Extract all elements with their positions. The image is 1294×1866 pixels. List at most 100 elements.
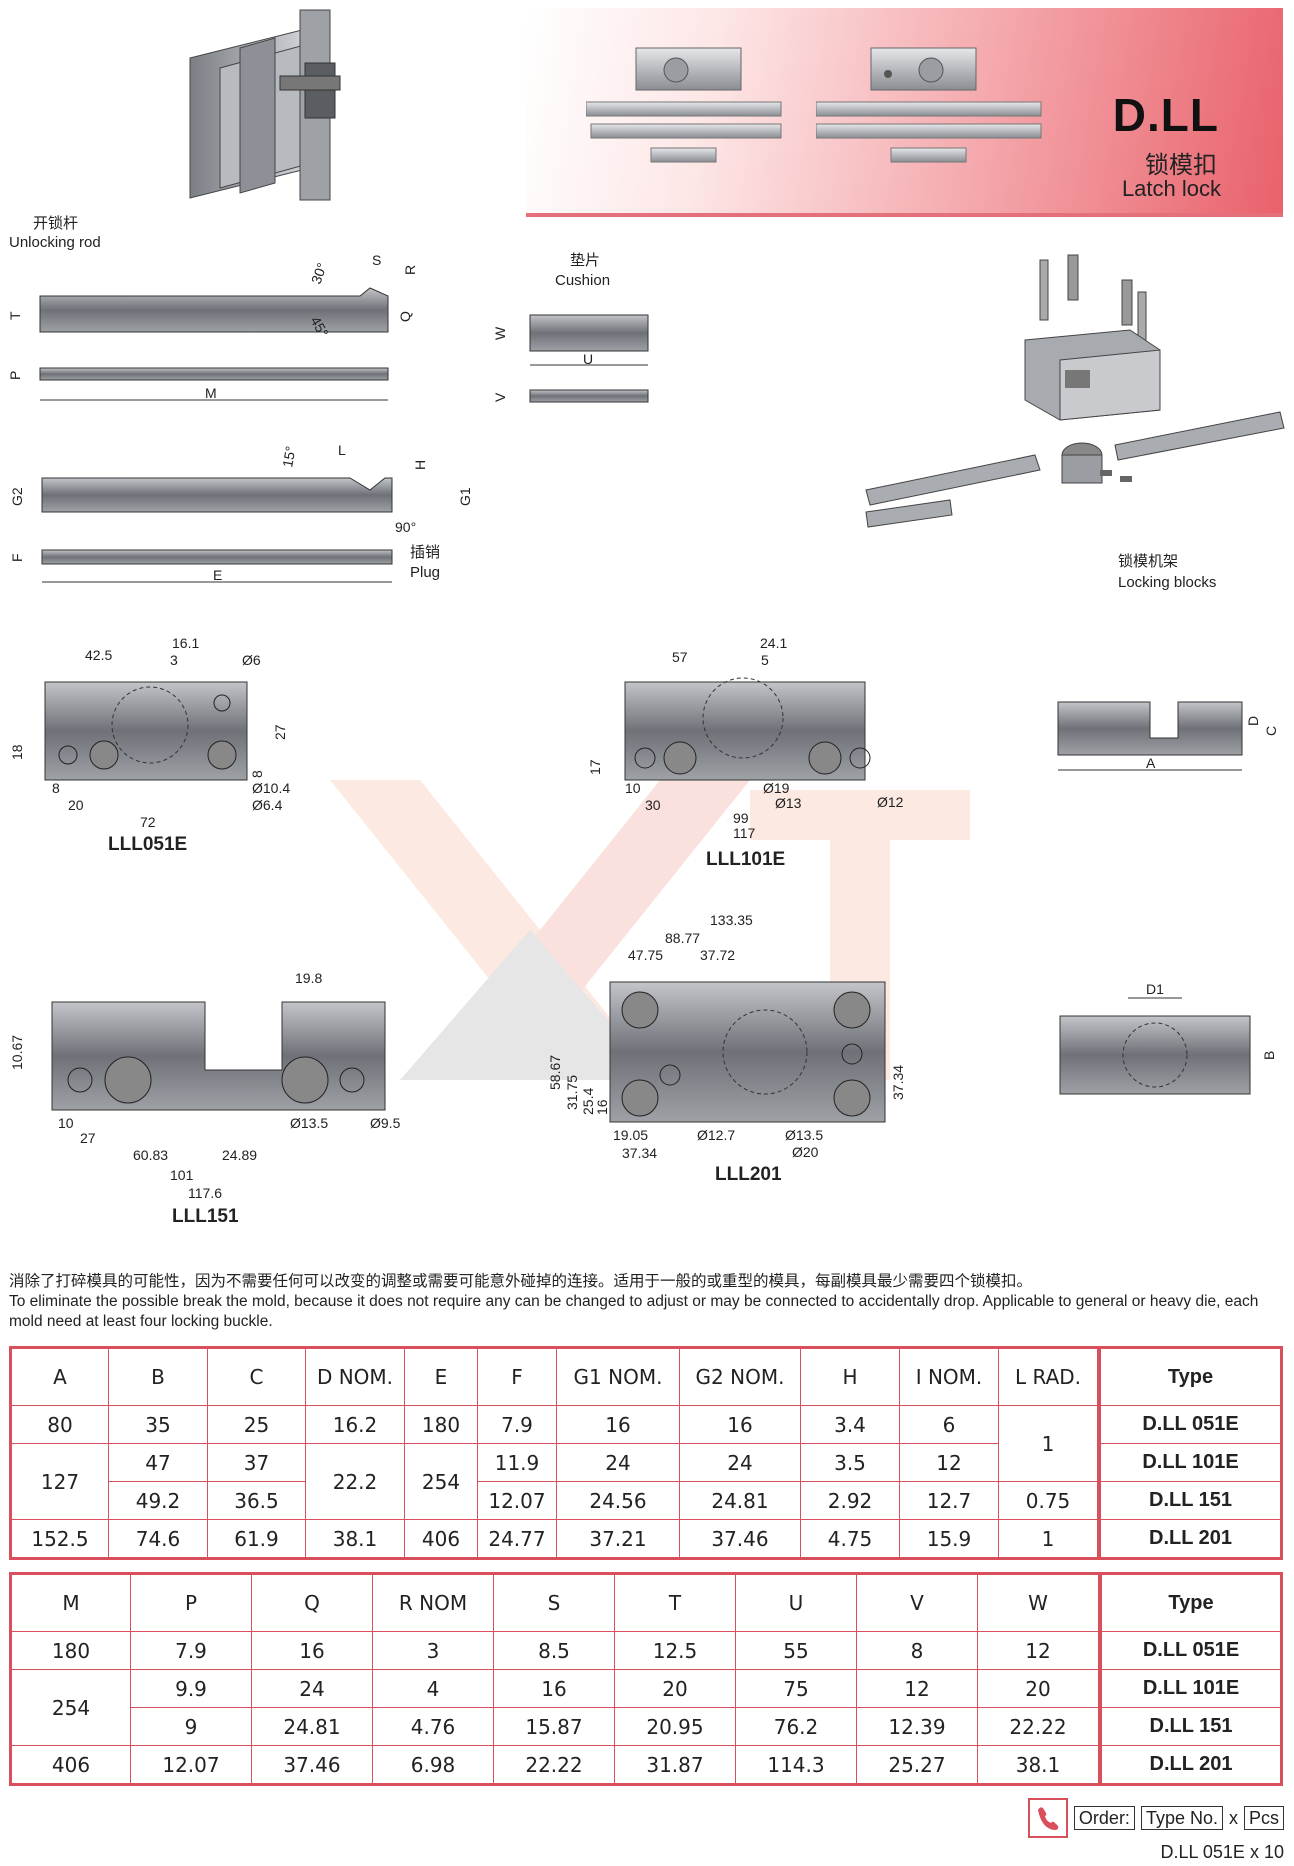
dim-label: 117.6 [188, 1185, 222, 1201]
column-header: L RAD. [998, 1347, 1100, 1406]
table-row: 152.5 74.6 61.9 38.1 406 24.77 37.21 37.… [10, 1519, 1282, 1559]
column-header: E [404, 1347, 478, 1406]
column-header: G2 NOM. [679, 1347, 801, 1406]
column-header: G1 NOM. [556, 1347, 680, 1406]
table-cell: 16 [251, 1631, 373, 1670]
column-header: T [614, 1573, 736, 1632]
table-cell: 12.07 [477, 1481, 557, 1520]
dim-label: G1 [457, 487, 470, 506]
order-example-qty: 10 [1263, 1842, 1284, 1862]
table-row: 127 47 37 22.2 254 11.9 24 24 3.5 12 D.L… [10, 1443, 1282, 1520]
table-row: 254 9.9 24 4 16 20 75 12 20 D.LL 101E [10, 1669, 1282, 1746]
table-cell: 6.98 [372, 1745, 494, 1785]
dim-label: 16 [594, 1099, 610, 1115]
table-cell: 38.1 [305, 1519, 405, 1559]
dim-label: 3 [170, 652, 178, 668]
plug-label-en: Plug [410, 564, 441, 581]
type-cell: D.LL 151 [1097, 1481, 1282, 1520]
header-banner: D.LL 锁模扣 Latch lock [526, 8, 1283, 217]
column-header: F [477, 1347, 557, 1406]
dim-label: 72 [140, 814, 156, 830]
dim-label: C [1263, 726, 1279, 736]
product-code: D.LL [1112, 89, 1219, 141]
table-cell: 37.46 [679, 1519, 801, 1559]
table-cell: 254 [10, 1669, 131, 1746]
dim-label: H [412, 460, 428, 470]
dim-label: 90° [395, 519, 416, 535]
mold-assembly-illustration [189, 9, 341, 201]
column-header: W [977, 1573, 1101, 1632]
dim-label: 10 [625, 780, 641, 796]
dim-label: A [1146, 755, 1156, 771]
dim-label: 37.34 [622, 1145, 657, 1161]
table-cell: 25 [207, 1405, 306, 1444]
table-cell: 1 [998, 1519, 1100, 1559]
table-cell: 37.46 [251, 1745, 373, 1785]
column-header: P [130, 1573, 252, 1632]
table-cell: 0.75 [998, 1481, 1100, 1520]
table-cell: 24 [679, 1443, 801, 1482]
table-cell: 12 [856, 1669, 978, 1708]
table-cell: 7.9 [477, 1405, 557, 1444]
table-cell: 20 [614, 1669, 736, 1708]
table-cell: 4.76 [372, 1707, 494, 1746]
table-cell: 3.5 [800, 1443, 900, 1482]
table-cell: 4.75 [800, 1519, 900, 1559]
table-cell: 3 [372, 1631, 494, 1670]
table-row: 9 24.81 4.76 15.87 20.95 76.2 12.39 22.2… [11, 1707, 1282, 1746]
order-pcs: Pcs [1243, 1806, 1284, 1830]
table-row: 406 12.07 37.46 6.98 22.22 31.87 114.3 2… [10, 1745, 1282, 1785]
table-cell: 12.7 [899, 1481, 999, 1520]
drawing-title: LLL201 [715, 1164, 782, 1185]
dim-label: 27 [80, 1130, 96, 1146]
column-header: B [108, 1347, 208, 1406]
column-header: Type [1098, 1573, 1282, 1632]
dim-label: Q [397, 311, 413, 322]
table-cell: 24.77 [477, 1519, 557, 1559]
type-cell: D.LL 101E [1098, 1669, 1282, 1708]
dim-label: 60.83 [133, 1147, 168, 1163]
locking-blocks-label-cn: 锁模机架 [1118, 553, 1179, 570]
table-cell: 12.5 [614, 1631, 736, 1670]
table-cell: 61.9 [207, 1519, 306, 1559]
table-cell: 22.2 [305, 1443, 405, 1520]
table-cell: 55 [735, 1631, 857, 1670]
type-cell: D.LL 051E [1097, 1405, 1282, 1444]
table-cell: 47 [108, 1443, 208, 1482]
description: 消除了打碎模具的可能性，因为不需要任何可以改变的调整或需要可能意外碰掉的连接。适… [9, 1272, 1289, 1332]
unlocking-rod-label-en: Unlocking rod [9, 234, 101, 251]
order-info: Order: Type No. x Pcs D.LL 051E x 10 [974, 1798, 1284, 1863]
table-cell: 2.92 [800, 1481, 900, 1520]
drawing-title: LLL051E [108, 834, 187, 855]
type-cell: D.LL 051E [1098, 1631, 1282, 1670]
dim-label: Ø13.5 [785, 1127, 823, 1143]
column-header: S [493, 1573, 615, 1632]
column-header: A [10, 1347, 109, 1406]
table-cell: 24 [251, 1669, 373, 1708]
table-cell: 16 [493, 1669, 615, 1708]
dim-label: Ø20 [792, 1144, 819, 1160]
type-cell: D.LL 201 [1098, 1745, 1282, 1785]
order-example-type: D.LL 051E [1160, 1842, 1245, 1862]
dim-label: 27 [272, 724, 288, 740]
dim-label: M [205, 385, 217, 401]
dim-label: 16.1 [172, 635, 199, 651]
table-cell: 9 [130, 1707, 252, 1746]
table-cell: 152.5 [10, 1519, 109, 1559]
drawing-title: LLL151 [172, 1206, 239, 1227]
dim-label: 19.8 [295, 970, 322, 986]
dim-label: P [7, 371, 23, 380]
dim-label: V [492, 392, 508, 402]
dim-label: 8 [249, 770, 265, 778]
dim-label: 133.35 [710, 912, 753, 928]
table-cell: 37.21 [556, 1519, 680, 1559]
dim-label: 24.1 [760, 635, 787, 651]
spec-table-2: M P Q R NOM S T U V W Type 180 7.9 16 3 … [9, 1572, 1283, 1786]
dim-label: 30 [645, 797, 661, 813]
product-photo-left [586, 47, 782, 163]
dim-label: 24.89 [222, 1147, 257, 1163]
description-en: To eliminate the possible break the mold… [9, 1293, 1259, 1330]
dim-label: F [9, 553, 25, 562]
dim-label: 117 [733, 825, 756, 841]
dim-label: 31.75 [564, 1075, 580, 1110]
